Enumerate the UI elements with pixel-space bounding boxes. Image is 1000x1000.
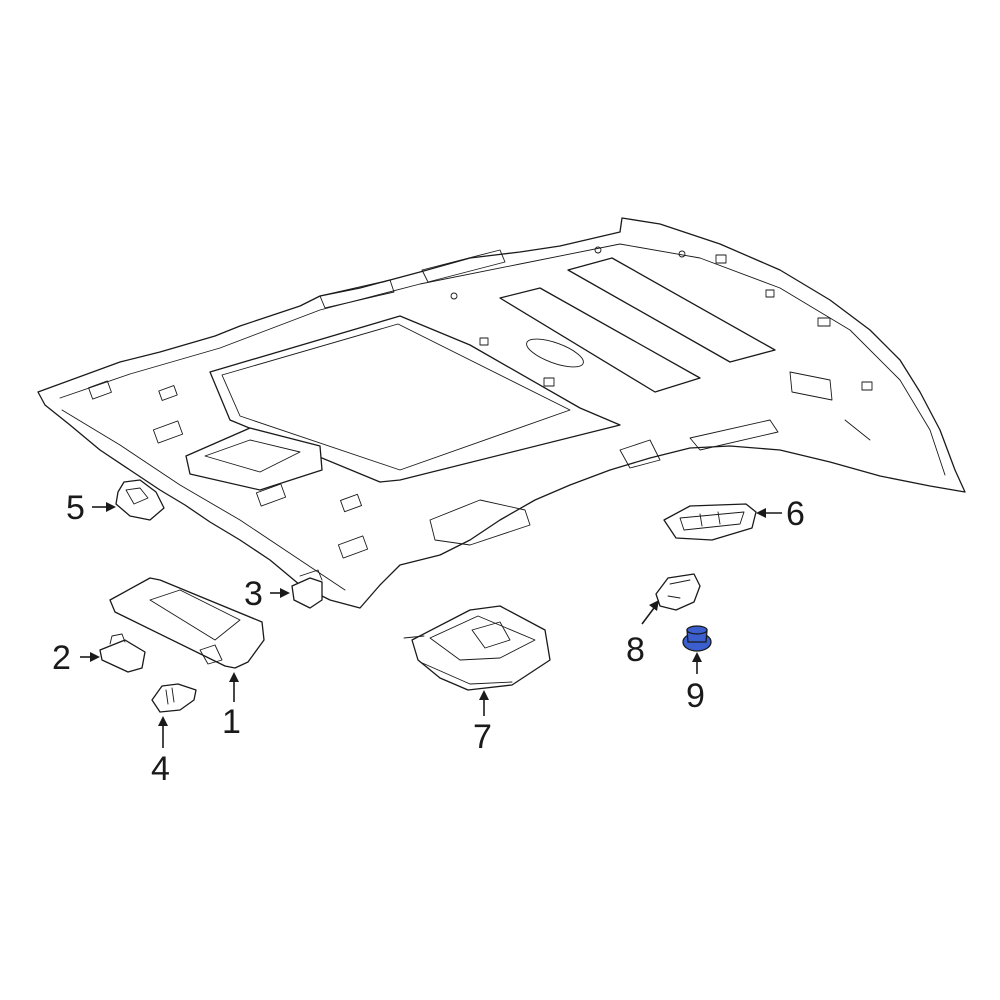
leader-lines xyxy=(80,502,782,748)
callout-numbers: 1 2 3 4 5 6 7 8 9 xyxy=(52,489,805,788)
callout-3: 3 xyxy=(244,575,263,613)
callout-5: 5 xyxy=(66,489,85,527)
callout-9: 9 xyxy=(686,677,705,715)
part-4-holder xyxy=(151,683,197,713)
headliner-panel xyxy=(37,217,966,609)
part-8-bracket xyxy=(655,573,701,611)
callout-1: 1 xyxy=(222,703,241,741)
callout-7: 7 xyxy=(473,718,492,756)
callout-2: 2 xyxy=(52,639,71,677)
part-2-clip xyxy=(99,633,146,673)
callout-4: 4 xyxy=(151,750,170,788)
part-1-sun-visor xyxy=(109,577,265,669)
part-3-clip xyxy=(291,569,323,609)
part-5-hook xyxy=(115,479,165,521)
part-6-lamp xyxy=(663,503,757,541)
callout-6: 6 xyxy=(786,495,805,533)
part-9-retainer xyxy=(682,625,712,652)
callout-8: 8 xyxy=(626,631,645,669)
part-7-console xyxy=(403,605,551,691)
